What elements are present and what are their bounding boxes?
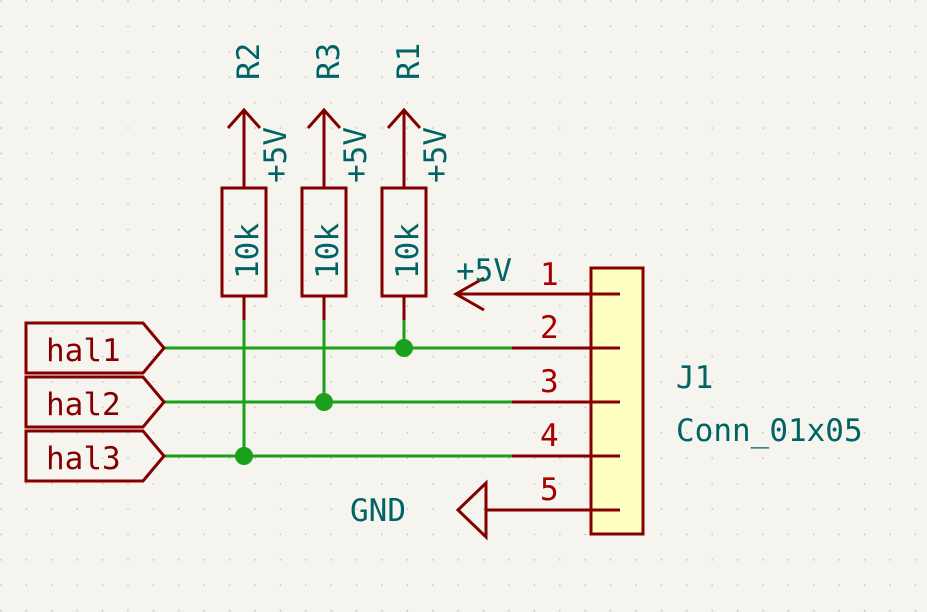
gnd-label: GND xyxy=(350,493,406,529)
j1-pin-number: 4 xyxy=(540,418,559,454)
hier-label-hal1[interactable]: hal1 xyxy=(24,321,166,375)
gnd-triangle xyxy=(455,479,488,541)
r3-reference: R3 xyxy=(311,43,347,80)
hier-label-hal2[interactable]: hal2 xyxy=(24,375,166,429)
j1-pin-number: 2 xyxy=(540,310,559,346)
power-symbol-gnd[interactable]: GND xyxy=(350,479,488,541)
wires xyxy=(164,320,512,465)
hier-label-text: hal3 xyxy=(46,441,121,477)
j1-reference: J1 xyxy=(676,360,713,396)
j1-pin-number: 3 xyxy=(540,364,559,400)
hier-label-hal3[interactable]: hal3 xyxy=(24,429,166,483)
junction-dot xyxy=(315,393,333,411)
junction-dot xyxy=(235,447,253,465)
r1-reference: R1 xyxy=(391,43,427,80)
hier-label-shape xyxy=(24,321,166,375)
r2-value: 10k xyxy=(230,223,266,279)
r3-power-label: +5V xyxy=(338,127,374,183)
r3-value: 10k xyxy=(310,223,346,279)
r1-power-label: +5V xyxy=(418,127,454,183)
power-5v-label: +5V xyxy=(456,253,512,289)
j1-pin-number: 1 xyxy=(540,257,559,293)
r3-power-arrow xyxy=(306,107,342,129)
hier-label-text: hal1 xyxy=(46,333,121,369)
hier-label-shape xyxy=(24,375,166,429)
r2-reference: R2 xyxy=(231,43,267,80)
hier-label-shape xyxy=(24,429,166,483)
resistor-r2[interactable]: R2 +5V 10k xyxy=(220,43,294,456)
r2-power-label: +5V xyxy=(258,127,294,183)
j1-value: Conn_01x05 xyxy=(676,413,863,449)
j1-pin-number: 5 xyxy=(540,472,559,508)
junction-dot xyxy=(395,339,413,357)
power-symbol-5v[interactable]: +5V xyxy=(452,253,512,312)
r2-power-arrow xyxy=(226,107,262,129)
connector-j1[interactable]: 1 2 3 4 5 J1 Conn_01x05 xyxy=(486,257,863,536)
r1-value: 10k xyxy=(390,223,426,279)
r1-power-arrow xyxy=(386,107,422,129)
hier-label-text: hal2 xyxy=(46,387,121,423)
power-5v-arrow xyxy=(452,276,485,312)
